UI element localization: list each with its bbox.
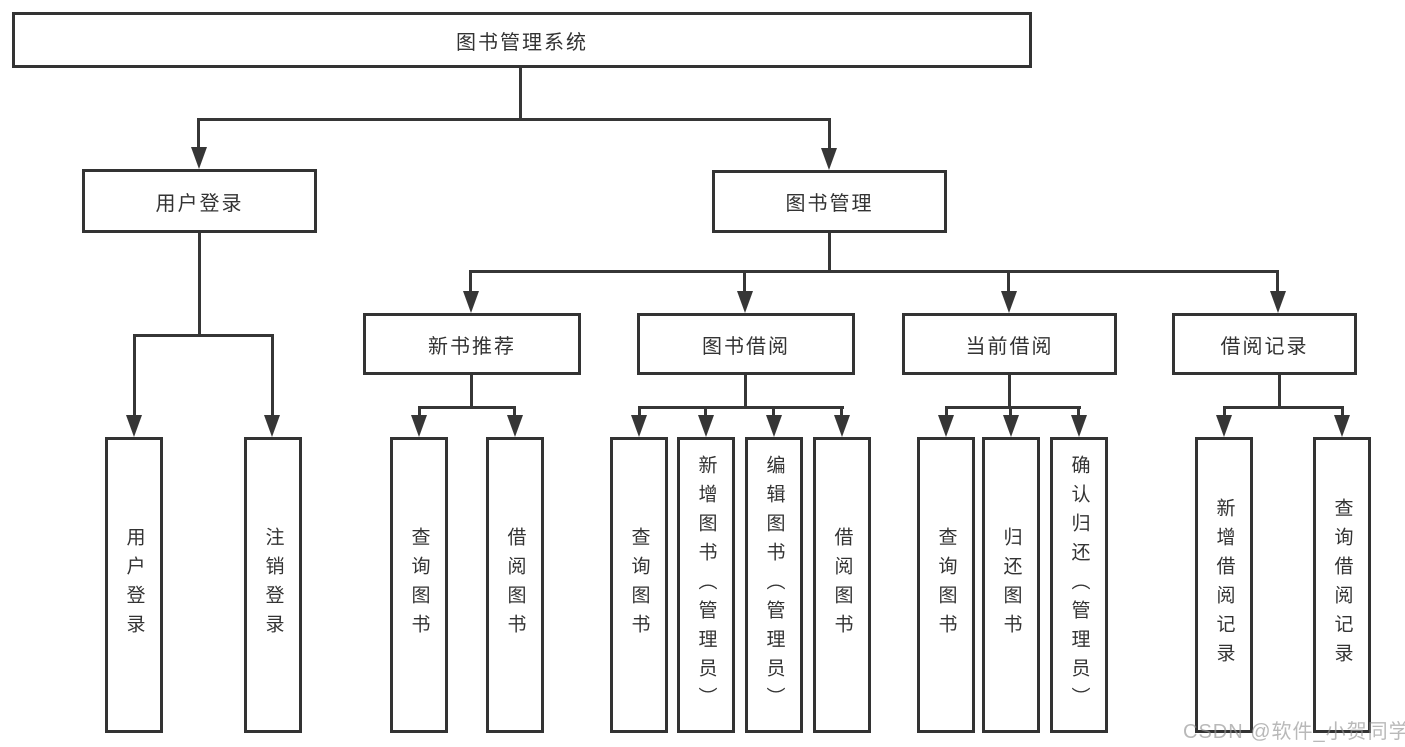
connector-newbook-drop: [469, 270, 472, 296]
leaf-borrow-books: 借阅图书: [813, 437, 871, 733]
node-new-book-recommend: 新书推荐: [363, 313, 581, 375]
leaf-label: 借阅图书: [504, 527, 526, 643]
connector-leaf-drop: [1077, 406, 1080, 420]
leaf-label: 注销登录: [262, 527, 284, 643]
arrowhead-borrowrecord: [1270, 291, 1286, 313]
connector-leaf-drop: [1009, 406, 1012, 420]
leaf-label: 确认归还（管理员）: [1068, 454, 1090, 716]
leaf-label: 新增借阅记录: [1213, 498, 1235, 672]
connector-leaf-drop: [271, 334, 274, 420]
arrowhead-bookborrow: [737, 291, 753, 313]
leaf-label: 借阅图书: [831, 527, 853, 643]
arrowhead-leaf: [1334, 415, 1350, 437]
leaf-edit-book-admin: 编辑图书（管理员）: [745, 437, 803, 733]
connector-bookborrow-rail: [638, 406, 844, 409]
connector-leaf-drop: [638, 406, 641, 420]
leaf-label: 查询图书: [408, 527, 430, 643]
node-library-management-system: 图书管理系统: [12, 12, 1032, 68]
connector-currentborrow-stem: [1008, 375, 1011, 408]
csdn-watermark: CSDN @软件_小贺同学: [1183, 721, 1405, 743]
connector-leaf-drop: [1223, 406, 1226, 420]
leaf-add-book-admin: 新增图书（管理员）: [677, 437, 735, 733]
leaf-borrow-books-recommend: 借阅图书: [486, 437, 544, 733]
connector-leaf-drop: [418, 406, 421, 420]
connector-bookmgmt-drop: [828, 118, 831, 150]
leaf-query-books-borrow: 查询图书: [610, 437, 668, 733]
node-label: 图书管理: [785, 193, 874, 215]
connector-level2-rail: [197, 118, 831, 121]
arrowhead-leaf: [766, 415, 782, 437]
connector-userlogin-stem: [198, 233, 201, 336]
connector-userlogin-drop: [197, 118, 200, 150]
node-current-borrow: 当前借阅: [902, 313, 1117, 375]
leaf-add-borrow-record: 新增借阅记录: [1195, 437, 1253, 733]
arrowhead-leaf: [1216, 415, 1232, 437]
arrowhead-leaf: [507, 415, 523, 437]
leaf-label: 查询图书: [935, 527, 957, 643]
leaf-query-books-current: 查询图书: [917, 437, 975, 733]
node-book-borrow: 图书借阅: [637, 313, 855, 375]
leaf-user-login: 用户登录: [105, 437, 163, 733]
leaf-label: 查询图书: [628, 527, 650, 643]
node-label: 新书推荐: [428, 335, 516, 358]
arrowhead-leaf: [264, 415, 280, 437]
node-label: 借阅记录: [1220, 335, 1309, 358]
arrowhead-leaf: [411, 415, 427, 437]
connector-leaf-drop: [1341, 406, 1344, 420]
connector-level3-rail: [471, 270, 1279, 273]
connector-borrowrecord-stem: [1278, 375, 1281, 408]
node-label: 图书管理系统: [456, 31, 588, 54]
leaf-confirm-return-admin: 确认归还（管理员）: [1050, 437, 1108, 733]
arrowhead-bookmgmt: [821, 148, 837, 170]
node-label: 用户登录: [155, 192, 244, 215]
arrowhead-leaf: [698, 415, 714, 437]
connector-leaf-drop: [945, 406, 948, 420]
node-borrow-records: 借阅记录: [1172, 313, 1357, 375]
connector-borrowrecord-drop: [1276, 270, 1279, 296]
connector-leaf-drop: [133, 334, 136, 420]
node-label: 当前借阅: [965, 335, 1054, 358]
arrowhead-leaf: [631, 415, 647, 437]
connector-bookborrow-stem: [744, 375, 747, 408]
connector-root-stem: [519, 68, 522, 118]
connector-leaf-drop: [704, 406, 707, 420]
connector-userlogin-rail: [133, 334, 274, 337]
leaf-logout: 注销登录: [244, 437, 302, 733]
leaf-label: 归还图书: [1000, 527, 1022, 643]
arrowhead-leaf: [126, 415, 142, 437]
arrowhead-newbook: [463, 291, 479, 313]
connector-bookmgmt-stem: [828, 233, 831, 272]
connector-leaf-drop: [513, 406, 516, 420]
leaf-label: 新增图书（管理员）: [695, 454, 717, 716]
leaf-query-borrow-record: 查询借阅记录: [1313, 437, 1371, 733]
connector-newbook-stem: [470, 375, 473, 408]
node-book-management: 图书管理: [712, 170, 947, 233]
leaf-label: 查询借阅记录: [1331, 498, 1353, 672]
arrowhead-leaf: [834, 415, 850, 437]
arrowhead-leaf: [1003, 415, 1019, 437]
connector-newbook-rail: [418, 406, 516, 409]
leaf-label: 编辑图书（管理员）: [763, 454, 785, 716]
connector-borrowrecord-rail: [1223, 406, 1344, 409]
arrowhead-leaf: [938, 415, 954, 437]
connector-leaf-drop: [840, 406, 843, 420]
leaf-label: 用户登录: [123, 527, 145, 643]
leaf-query-books-recommend: 查询图书: [390, 437, 448, 733]
node-user-login: 用户登录: [82, 169, 317, 233]
arrowhead-currentborrow: [1001, 291, 1017, 313]
connector-currentborrow-drop: [1007, 270, 1010, 296]
arrowhead-leaf: [1071, 415, 1087, 437]
arrowhead-userlogin: [191, 147, 207, 169]
connector-leaf-drop: [772, 406, 775, 420]
connector-currentborrow-rail: [945, 406, 1081, 409]
node-label: 图书借阅: [702, 335, 790, 358]
connector-bookborrow-drop: [743, 270, 746, 296]
leaf-return-book: 归还图书: [982, 437, 1040, 733]
